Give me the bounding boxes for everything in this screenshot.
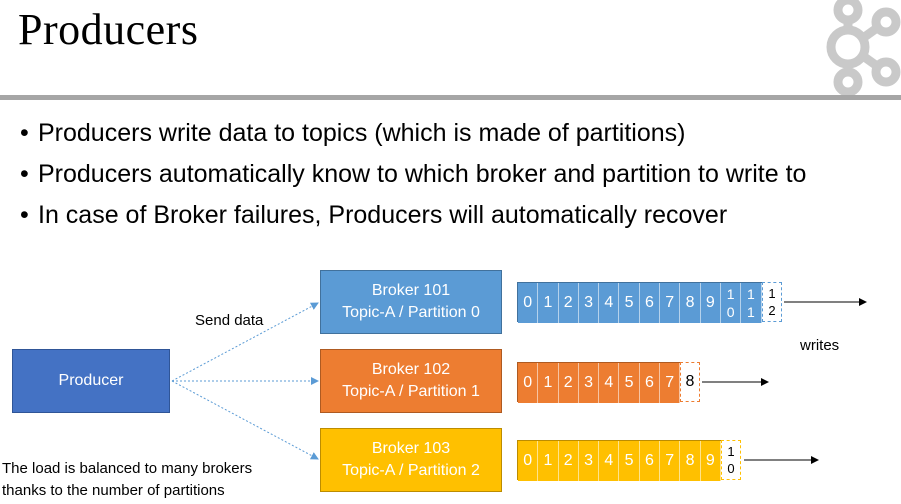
offset-cell: 3 [578,283,600,323]
offset-cell: 9 [700,283,721,323]
bullet-item: •Producers automatically know to which b… [20,160,807,188]
offset-cell: 4 [599,283,620,323]
broker-name: Broker 101 [371,282,451,299]
writes-label: writes [800,337,840,354]
offset-cell: 2 [558,283,579,323]
broker-101-box: Broker 101 Topic-A / Partition 0 [320,270,502,334]
broker-name: Broker 102 [371,361,451,378]
offset-cell: 0 [518,441,539,481]
offset-cell: 1 [538,283,559,323]
load-balance-note: The load is balanced to many brokers tha… [2,460,253,499]
bullet-item: •In case of Broker failures, Producers w… [20,201,728,229]
offset-cell: 5 [619,363,640,403]
offset-cell: 5 [619,441,640,481]
offset-cell: 2 [558,441,579,481]
offset-cell: 7 [660,283,681,323]
offset-cell: 3 [578,441,600,481]
offset-cell: 3 [578,363,600,403]
offset-cell: 7 [660,441,681,481]
partition-1-log: 0 1 2 3 4 5 6 7 [517,362,682,403]
send-arrow-103 [171,380,319,460]
offset-cell: 8 [680,283,701,323]
offset-cell: 0 [518,283,539,323]
title-divider [0,95,901,100]
offset-cell: 2 [558,363,579,403]
offset-cell: 6 [639,283,661,323]
producer-label: Producer [58,372,124,389]
offset-cell: 1 [538,441,559,481]
offset-cell: 9 [700,441,721,481]
next-offset-cell: 8 [680,362,700,402]
offset-cell: 4 [599,441,620,481]
offset-cell: 4 [599,363,620,403]
bullet-item: •Producers write data to topics (which i… [20,119,686,147]
page-title: Producers [18,5,199,54]
offset-cell: 1 [538,363,559,403]
offset-cell: 6 [639,441,661,481]
offset-cell: 0 [518,363,539,403]
offset-cell: 6 [639,363,661,403]
send-data-label: Send data [195,312,264,329]
broker-name: Broker 103 [371,440,451,457]
broker-103-box: Broker 103 Topic-A / Partition 2 [320,428,502,492]
broker-partition: Topic-A / Partition 1 [342,383,480,400]
offset-cell: 8 [680,441,701,481]
bullet-list: •Producers write data to topics (which i… [20,113,806,236]
offset-cell: 7 [660,363,681,403]
broker-partition: Topic-A / Partition 2 [342,462,480,479]
partition-2-log: 0 1 2 3 4 5 6 7 8 9 [517,440,722,481]
kafka-logo-icon [826,0,901,95]
broker-102-box: Broker 102 Topic-A / Partition 1 [320,349,502,413]
broker-partition: Topic-A / Partition 0 [342,304,480,321]
producer-box: Producer [12,349,170,413]
offset-cell: 5 [619,283,640,323]
